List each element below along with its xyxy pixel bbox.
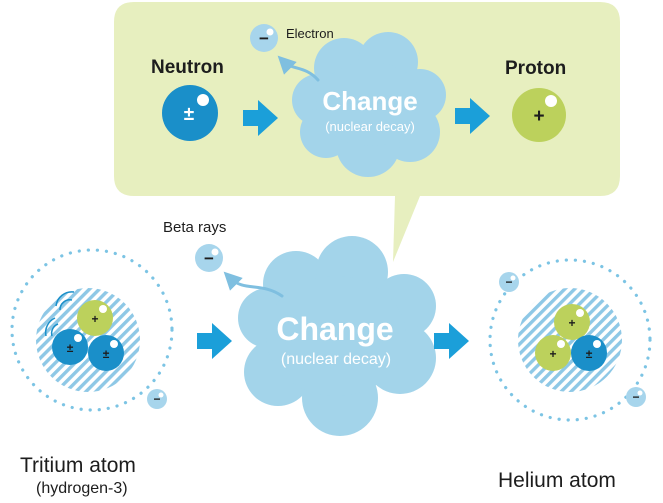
bottom-change-title: Change	[276, 311, 394, 347]
helium-proton-1-symbol: +	[568, 316, 575, 330]
neutron-particle	[162, 85, 218, 141]
top-change-subtitle: (nuclear decay)	[325, 119, 415, 134]
helium-atom-label: Helium atom	[498, 469, 616, 492]
arrow-neutron-to-change	[243, 100, 278, 136]
beta-emission-arrow	[223, 271, 284, 298]
tritium-neutron-2-symbol: ±	[103, 347, 110, 361]
helium-proton-2	[535, 335, 571, 371]
helium-electron-1-symbol: −	[505, 275, 512, 289]
tritium-atom	[10, 248, 174, 412]
arrow-tritium-to-change	[197, 323, 232, 359]
neutron-symbol: ±	[184, 104, 194, 125]
proton-particle	[512, 88, 566, 142]
beta-rays-label: Beta rays	[163, 219, 227, 236]
tritium-electron-symbol: −	[153, 392, 160, 406]
bottom-change-subtitle: (nuclear decay)	[280, 351, 392, 368]
helium-proton-1	[554, 304, 590, 340]
electron-emission-arrow	[277, 55, 320, 82]
tritium-neutron-2	[88, 335, 124, 371]
helium-electron-1	[499, 272, 519, 292]
tritium-proton-symbol: +	[91, 312, 98, 326]
helium-electron-2-symbol: −	[632, 390, 639, 404]
helium-atom	[488, 258, 652, 422]
tritium-atom-label: Tritium atom	[20, 454, 136, 477]
electron-particle	[250, 24, 278, 52]
electron-symbol: −	[259, 29, 269, 48]
beta-symbol: −	[204, 249, 214, 268]
arrow-change-to-helium	[434, 323, 469, 359]
tritium-atom-sublabel: (hydrogen-3)	[36, 480, 128, 497]
electron-label: Electron	[286, 26, 334, 41]
bottom-change-cloud	[238, 236, 436, 436]
arrow-change-to-proton	[455, 98, 490, 134]
tritium-proton	[77, 300, 113, 336]
tritium-neutron-1-symbol: ±	[67, 341, 74, 355]
beta-ray-electron	[195, 244, 223, 272]
proton-symbol: +	[533, 106, 544, 127]
helium-neutron	[571, 335, 607, 371]
tritium-electron	[147, 389, 167, 409]
helium-neutron-symbol: ±	[586, 347, 593, 361]
top-change-cloud	[292, 32, 446, 177]
top-change-title: Change	[322, 86, 418, 116]
neutron-label: Neutron	[151, 57, 224, 78]
proton-label: Proton	[505, 58, 567, 79]
tritium-neutron-1	[52, 329, 88, 365]
helium-proton-2-symbol: +	[549, 347, 556, 361]
helium-electron-2	[626, 387, 646, 407]
